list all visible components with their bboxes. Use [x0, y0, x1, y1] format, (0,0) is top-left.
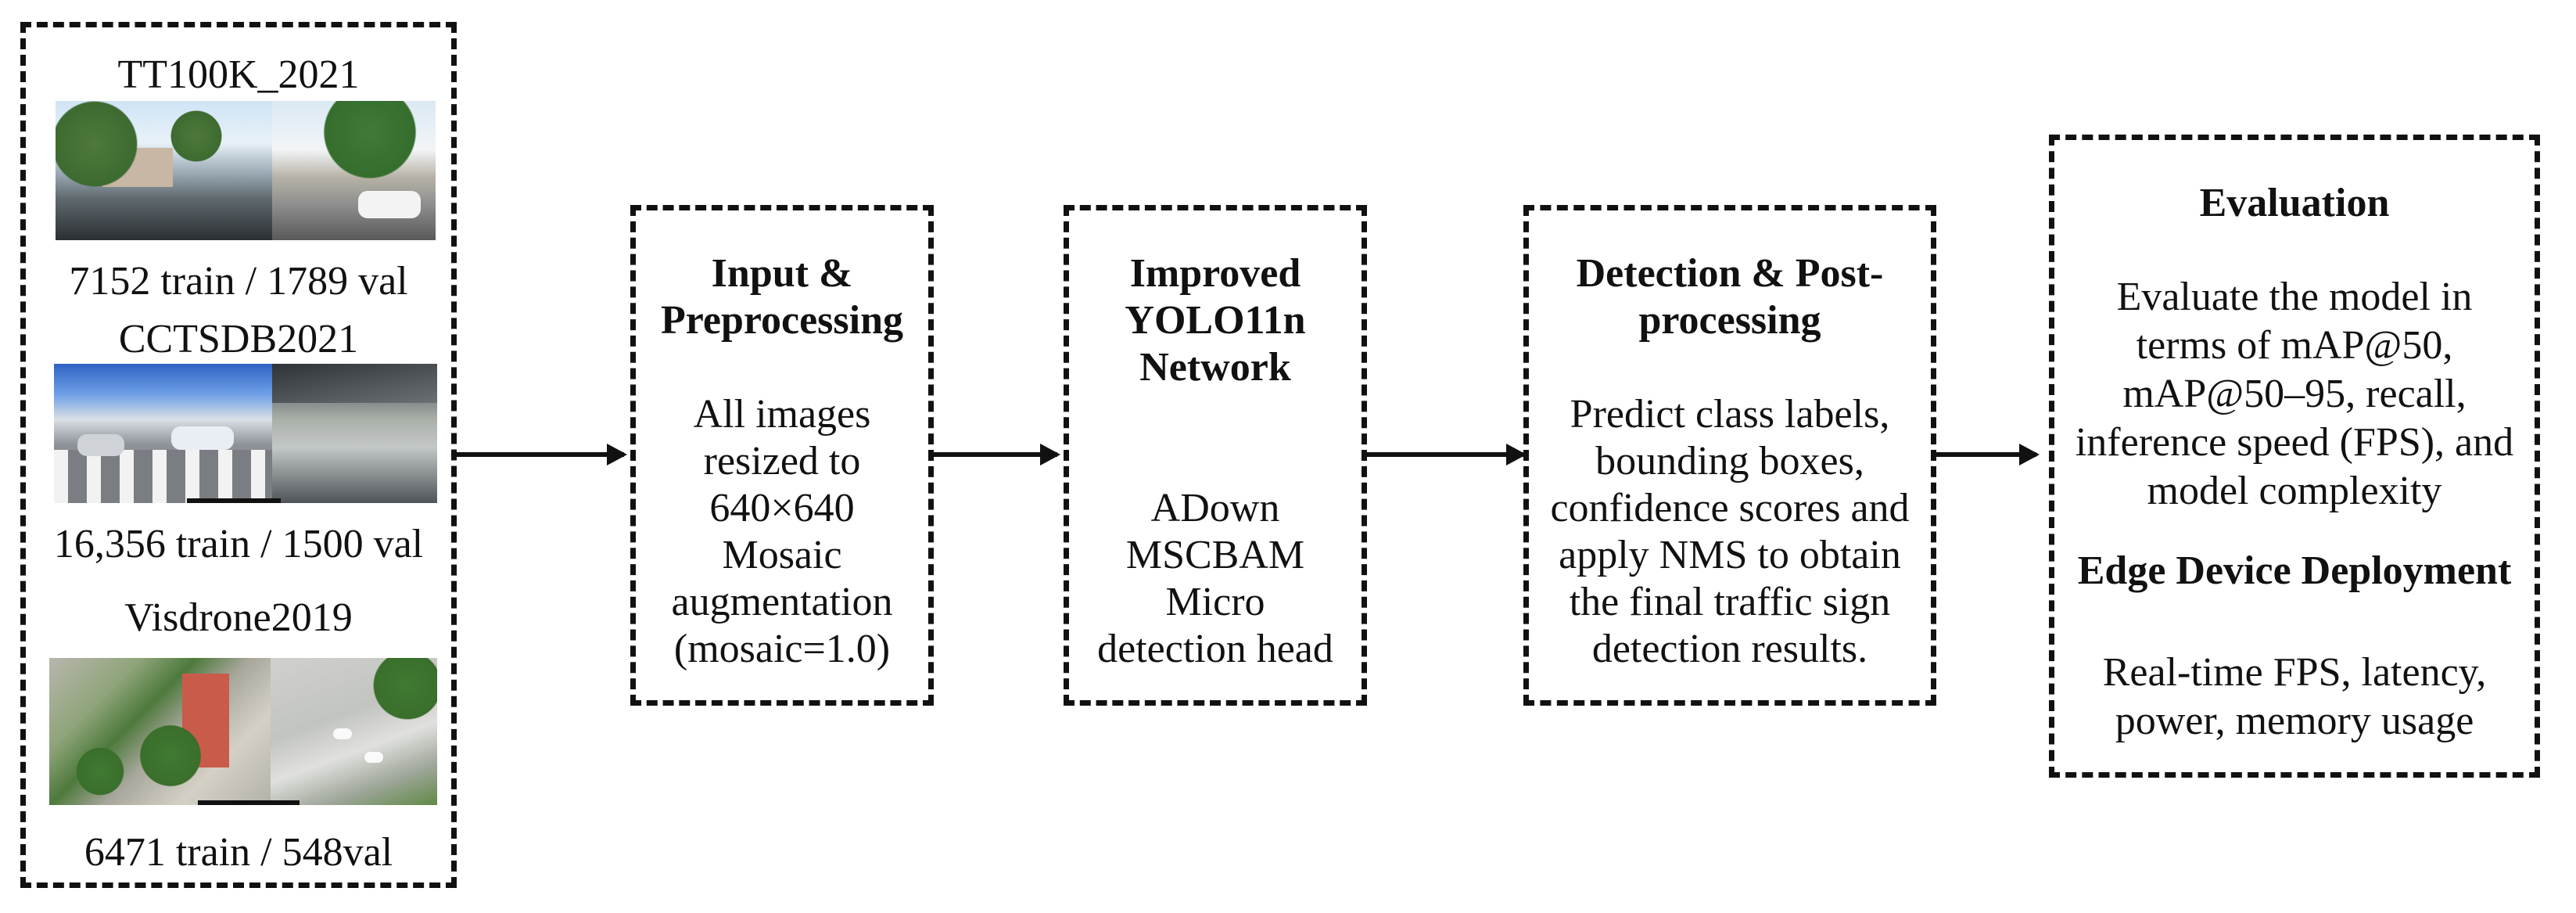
dataset-caption-tt100k: 7152 train / 1789 val [69, 259, 408, 304]
input-body-line6: (mosaic=1.0) [673, 627, 891, 671]
network-title-line3: Network [1139, 345, 1291, 390]
arrow-detection-to-evaluation [1933, 444, 2040, 465]
tt100k-sample-image [56, 101, 436, 240]
input-title-line1: Input & [711, 251, 853, 296]
arrow-input-to-network [932, 444, 1060, 465]
evaluation-box: Evaluation Evaluate the model in terms o… [2049, 135, 2540, 778]
arrow-network-to-detection [1365, 444, 1527, 465]
evaluation-body-line5: model complexity [2147, 469, 2442, 513]
detection-body-line1: Predict class labels, [1570, 392, 1890, 437]
input-body-line1: All images [693, 392, 871, 437]
deployment-body-line1: Real-time FPS, latency, [2102, 650, 2487, 695]
evaluation-body-line3: mAP@50–95, recall, [2122, 372, 2467, 416]
network-body-line2: MSCBAM [1125, 533, 1305, 577]
network-title-line2: YOLO11n [1125, 298, 1306, 343]
deployment-title: Edge Device Deployment [2077, 548, 2512, 593]
input-body-line4: Mosaic [722, 533, 842, 577]
network-box: Improved YOLO11n Network ADown MSCBAM Mi… [1064, 205, 1367, 706]
input-body-line3: 640×640 [709, 486, 855, 530]
cctsdb-sample-image [54, 364, 437, 503]
network-body-line3: Micro [1165, 580, 1265, 624]
dataset-title-cctsdb: CCTSDB2021 [118, 317, 359, 361]
detection-body-line2: bounding boxes, [1595, 439, 1864, 483]
network-title-line1: Improved [1129, 251, 1301, 296]
evaluation-body-line2: terms of mAP@50, [2136, 323, 2453, 368]
detection-body-line4: apply NMS to obtain [1559, 533, 1901, 577]
dataset-caption-cctsdb: 16,356 train / 1500 val [53, 522, 424, 566]
detection-body-line3: confidence scores and [1550, 486, 1910, 530]
input-preprocessing-box: Input & Preprocessing All images resized… [630, 205, 934, 706]
detection-body-line6: detection results. [1591, 627, 1868, 671]
evaluation-body-line4: inference speed (FPS), and [2075, 420, 2514, 465]
detection-box: Detection & Post- processing Predict cla… [1523, 205, 1936, 706]
network-body-line4: detection head [1097, 627, 1333, 671]
dataset-title-tt100k: TT100K_2021 [117, 52, 360, 97]
input-body-line2: resized to [703, 439, 861, 483]
detection-title-line2: processing [1638, 298, 1821, 343]
evaluation-title: Evaluation [2199, 181, 2390, 225]
detection-body-line5: the final traffic sign [1569, 580, 1891, 624]
datasets-box: TT100K_2021 7152 train / 1789 val CCTSDB… [20, 22, 457, 888]
dataset-title-visdrone: Visdrone2019 [124, 595, 353, 640]
network-body-line1: ADown [1150, 486, 1280, 530]
deployment-body-line2: power, memory usage [2115, 699, 2474, 743]
detection-title-line1: Detection & Post- [1576, 251, 1884, 296]
evaluation-body-line1: Evaluate the model in [2116, 275, 2473, 319]
input-body-line5: augmentation [671, 580, 893, 624]
arrow-datasets-to-input [457, 444, 627, 465]
visdrone-sample-image [49, 658, 437, 805]
input-title-line2: Preprocessing [660, 298, 904, 343]
dataset-caption-visdrone: 6471 train / 548val [84, 830, 393, 875]
